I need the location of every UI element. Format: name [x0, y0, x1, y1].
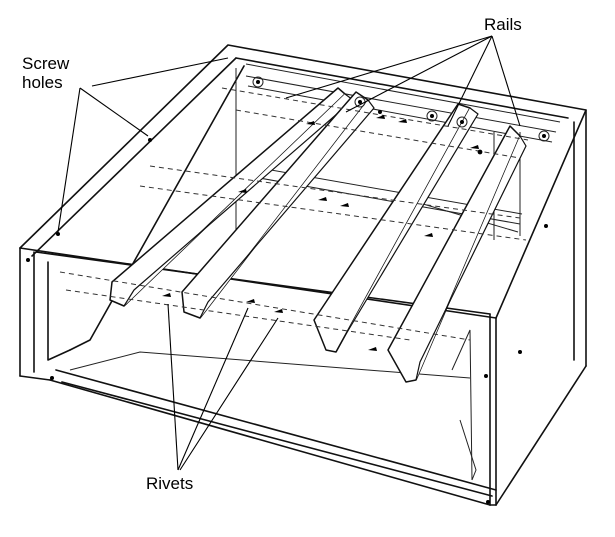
- rivet: [246, 299, 255, 303]
- screw-hole: [484, 374, 488, 378]
- rivet: [376, 115, 385, 119]
- rivets-leader: [179, 317, 279, 471]
- box-frame: [19, 44, 587, 506]
- rivet: [470, 145, 479, 149]
- fastener-lines: [59, 87, 529, 341]
- rails-leader: [491, 35, 521, 127]
- screw-hole: [50, 376, 54, 380]
- rivets-leader: [167, 303, 179, 471]
- screw-holes-leader: [79, 87, 149, 137]
- rivet: [424, 233, 433, 237]
- screw-hole: [378, 110, 382, 114]
- screw-holes-leader: [57, 87, 81, 233]
- screw-hole: [148, 138, 152, 142]
- screw-hole: [477, 149, 483, 155]
- leader-lines: [57, 35, 521, 471]
- rails-group: [109, 87, 527, 383]
- rails-leader: [285, 35, 493, 99]
- rail-4: [387, 125, 521, 383]
- screw-hole: [486, 500, 490, 504]
- rivets-label: Rivets: [146, 474, 194, 493]
- rails-leader: [345, 35, 493, 113]
- screw-holes-label: Screw holes: [22, 54, 69, 92]
- rivet: [368, 347, 377, 351]
- rivets: [162, 115, 479, 351]
- screw-holes: [26, 110, 548, 504]
- rivet: [162, 293, 171, 297]
- screw-hole: [56, 232, 60, 236]
- screw-hole: [544, 224, 548, 228]
- screw-hole: [518, 350, 522, 354]
- rails-label: Rails: [484, 15, 522, 34]
- rivet: [398, 119, 407, 123]
- rivet: [274, 309, 283, 313]
- screw-hole: [26, 258, 30, 262]
- rivet: [306, 121, 315, 125]
- screw-holes-label-line2: holes: [22, 73, 63, 92]
- rivet: [318, 197, 327, 201]
- screw-holes-leader: [91, 57, 229, 87]
- rivet: [238, 189, 247, 193]
- screw-holes-label-line1: Screw: [22, 54, 70, 73]
- rivets-leader: [177, 307, 249, 471]
- rivet: [340, 203, 349, 207]
- rails-leader: [447, 35, 493, 127]
